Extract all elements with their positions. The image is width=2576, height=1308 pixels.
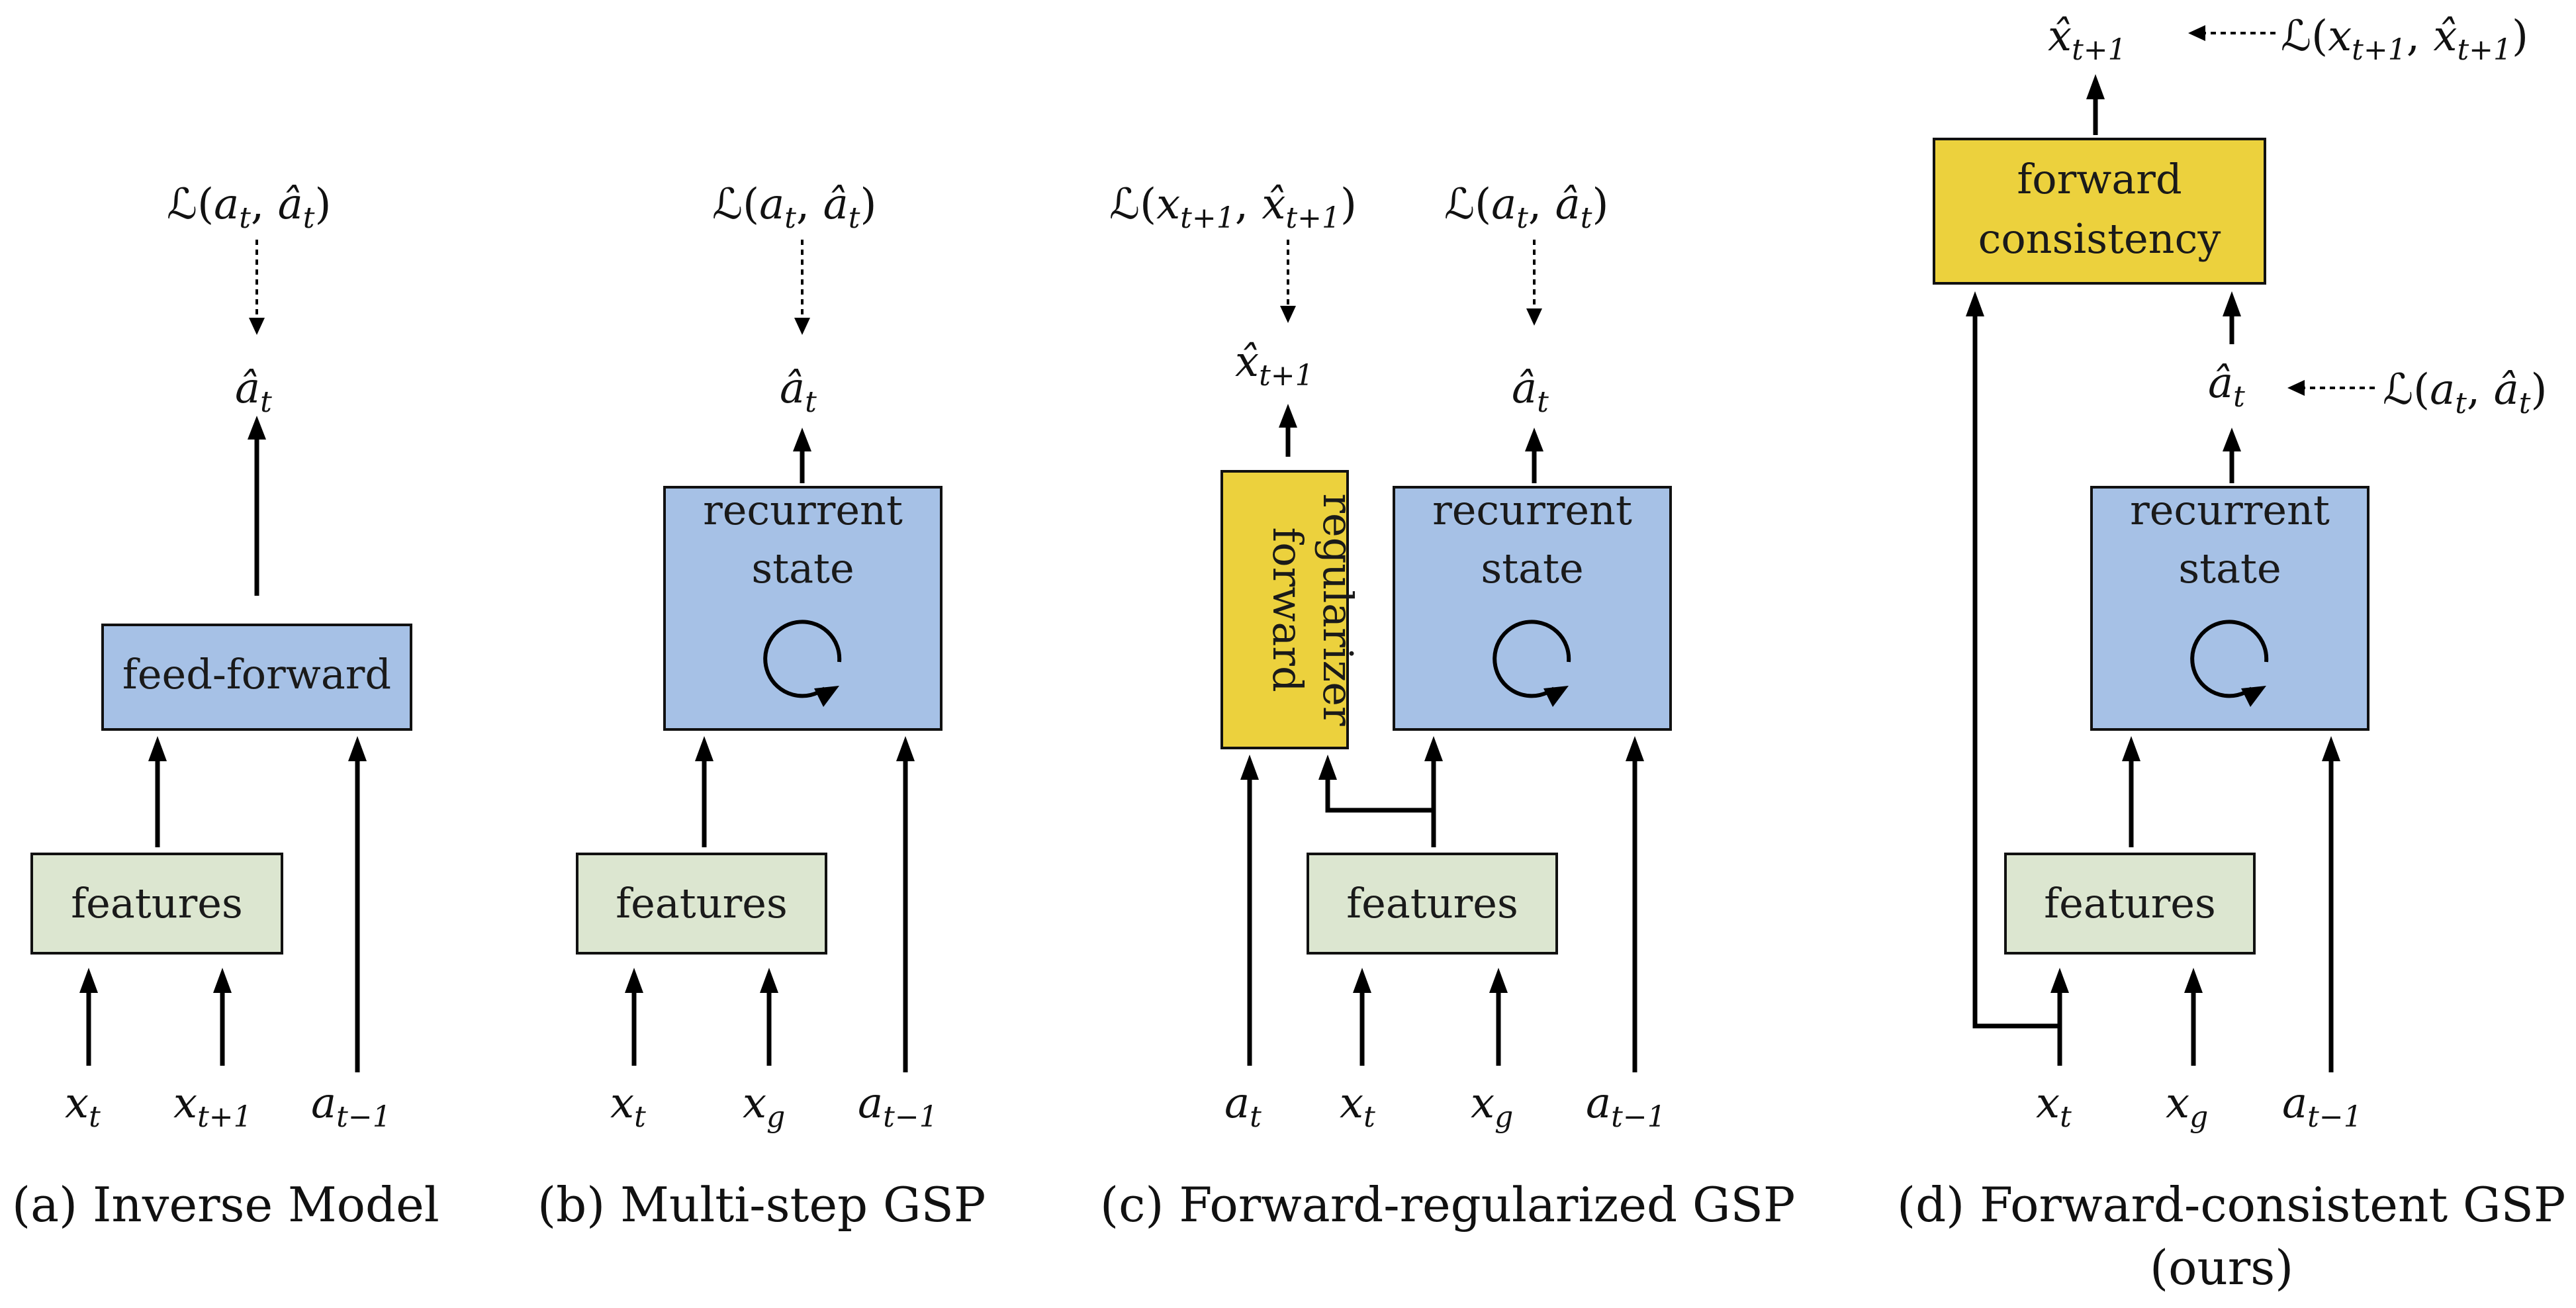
panel-b-multi-step-gsp: ℒ(at, ât) ât recurrent state features xt…	[537, 180, 986, 1233]
panel-d-forward-consistent-gsp: x̂t+1 ℒ(xt+1, x̂t+1) forward consistency…	[1897, 12, 2565, 1295]
caption-d-line1: (d) Forward-consistent GSP	[1897, 1177, 2565, 1233]
features-box-a	[30, 853, 283, 955]
pred-action-b: ât	[780, 364, 817, 419]
features-box-b	[576, 853, 827, 955]
arrowhead-xt-c	[1353, 968, 1371, 993]
forward-label-d: forward	[2017, 155, 2182, 203]
loss-state-c: ℒ(xt+1, x̂t+1)	[1109, 180, 1357, 235]
regularizer-label-c: regularizer	[1314, 493, 1362, 726]
features-box-d	[2004, 853, 2256, 955]
arrowhead-regularizer-to-pred	[1279, 404, 1297, 428]
forward-regularizer-box	[1220, 470, 1349, 749]
loss-action-a: ℒ(at, ât)	[167, 180, 331, 235]
pred-action-a: ât	[235, 364, 272, 419]
input-at-c: at	[1224, 1079, 1262, 1134]
features-label-c: features	[1346, 879, 1518, 927]
arrowhead-prev-action-c	[1626, 736, 1644, 761]
arrowhead-xt-to-consistency	[1966, 291, 1984, 316]
arrowhead-features-to-recurrent-c	[1424, 736, 1443, 761]
features-label-a: features	[71, 879, 243, 927]
caption-a: (a) Inverse Model	[12, 1177, 439, 1233]
input-xt1-a: xt+1	[173, 1079, 252, 1134]
caption-c: (c) Forward-regularized GSP	[1100, 1177, 1795, 1233]
cycle-icon	[2190, 620, 2269, 707]
arrowhead-recurrent-to-pred-d	[2223, 428, 2241, 451]
recurrent-label-c: recurrent	[1432, 486, 1632, 534]
arrowhead-prev-action-to-ff-a	[348, 736, 367, 761]
loss-action-arrowhead-c	[1526, 308, 1542, 326]
input-atm1-a: at−1	[311, 1079, 391, 1134]
arrowhead-xg-b	[760, 968, 778, 993]
loss-action-c: ℒ(at, ât)	[1444, 180, 1608, 235]
arrowhead-xg-c	[1489, 968, 1508, 993]
consistency-label-d: consistency	[1978, 214, 2221, 263]
input-xt-d: xt	[2036, 1079, 2072, 1134]
caption-b: (b) Multi-step GSP	[537, 1177, 986, 1233]
features-box-c	[1307, 853, 1558, 955]
arrowhead-consistency-to-pred	[2086, 74, 2105, 99]
arrowhead-xt1-a	[213, 968, 232, 993]
state-label-d: state	[2178, 544, 2281, 592]
input-atm1-c: at−1	[1586, 1079, 1666, 1134]
cycle-icon	[763, 620, 842, 707]
loss-arrowhead-b	[794, 318, 810, 335]
panel-c-forward-regularized-gsp: ℒ(xt+1, x̂t+1) x̂t+1 forward regularizer…	[1100, 180, 1795, 1233]
cycle-icon	[1493, 620, 1571, 707]
input-xt-a: xt	[65, 1079, 101, 1134]
loss-arrowhead-a	[249, 318, 265, 335]
arrowhead-action-to-regularizer	[1240, 755, 1259, 780]
arrowhead-ff-to-pred	[248, 416, 266, 440]
feed-forward-label: feed-forward	[122, 650, 391, 698]
pred-state-c: x̂t+1	[1235, 338, 1314, 393]
input-xg-b: xg	[743, 1079, 785, 1134]
pred-state-d: x̂t+1	[2048, 12, 2127, 67]
input-xg-c: xg	[1471, 1079, 1513, 1134]
arrowhead-xt-d	[2050, 968, 2069, 993]
loss-state-arrowhead-d	[2188, 25, 2205, 41]
input-atm1-d: at−1	[2282, 1079, 2362, 1134]
loss-state-d: ℒ(xt+1, x̂t+1)	[2281, 12, 2528, 67]
arrowhead-pred-action-to-consistency	[2223, 291, 2241, 316]
arrow-xt-to-consistency	[1972, 315, 2060, 1029]
arrowhead-prev-action-b	[896, 736, 915, 761]
arrowhead-recurrent-to-pred-b	[793, 428, 811, 451]
state-label-b: state	[751, 544, 854, 592]
state-label-c: state	[1481, 544, 1583, 592]
recurrent-label-b: recurrent	[703, 486, 903, 534]
arrowhead-xt-a	[79, 968, 98, 993]
arrowhead-features-to-recurrent-d	[2122, 736, 2140, 761]
input-atm1-b: at−1	[858, 1079, 938, 1134]
arrowhead-features-to-ff-a	[148, 736, 167, 761]
arrowhead-recurrent-to-pred-c	[1525, 428, 1543, 451]
features-label-b: features	[616, 879, 788, 927]
loss-action-b: ℒ(at, ât)	[712, 180, 876, 235]
recurrent-label-d: recurrent	[2130, 486, 2330, 534]
forward-consistency-box	[1933, 138, 2266, 285]
arrowhead-prev-action-d	[2322, 736, 2340, 761]
pred-action-c: ât	[1512, 364, 1549, 419]
input-xt-b: xt	[610, 1079, 646, 1134]
arrowhead-xt-b	[625, 968, 643, 993]
arrowhead-xg-d	[2184, 968, 2203, 993]
caption-d-line2: (ours)	[2150, 1240, 2293, 1295]
input-xt-c: xt	[1340, 1079, 1375, 1134]
arrowhead-features-to-regularizer	[1318, 755, 1337, 780]
input-xg-d: xg	[2166, 1079, 2208, 1134]
loss-action-d: ℒ(at, ât)	[2383, 365, 2547, 420]
arrowhead-features-to-recurrent-b	[695, 736, 713, 761]
arrow-features-to-regularizer	[1325, 778, 1434, 813]
recurrent-state-box-b	[663, 486, 943, 731]
recurrent-state-box-d	[2090, 486, 2369, 731]
forward-label-c: forward	[1264, 527, 1312, 692]
feed-forward-box	[101, 624, 412, 731]
panel-a-inverse-model: ℒ(at, ât) ât feed-forward features xt xt…	[12, 180, 439, 1233]
features-label-d: features	[2044, 879, 2216, 927]
loss-action-arrowhead-d	[2287, 380, 2305, 396]
recurrent-state-box-c	[1393, 486, 1672, 731]
pred-action-d: ât	[2208, 359, 2245, 414]
loss-state-arrowhead-c	[1280, 306, 1296, 323]
